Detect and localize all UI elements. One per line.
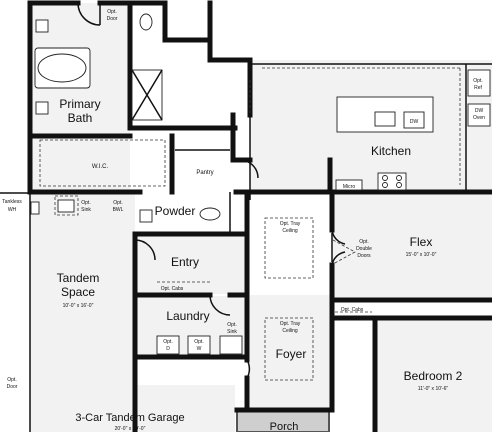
opt-washer: Opt. — [194, 339, 203, 345]
walls — [27, 0, 492, 432]
opt-laundry-sink-2: Sink — [227, 329, 237, 335]
thin-walls — [0, 63, 492, 432]
vanity-sink-bottom — [35, 101, 49, 115]
tandem-label-2: Space — [61, 285, 95, 299]
cooktop — [377, 172, 407, 191]
opt-sink-garage-1: Opt. — [81, 200, 90, 206]
opt-door-top-1: Opt. — [107, 9, 116, 15]
opt-door-top-2: Door — [107, 16, 118, 22]
tandem-floor — [30, 193, 135, 432]
foyer-label: Foyer — [276, 347, 307, 361]
tankless-wh-box — [30, 201, 40, 215]
opt-tray1-2: Ceiling — [282, 228, 298, 234]
dryer-box — [187, 335, 211, 355]
dryer-label: D — [166, 346, 170, 352]
washer-label: W — [197, 346, 202, 352]
laundry-label: Laundry — [166, 309, 209, 323]
vanity-sink-top — [35, 19, 49, 33]
garage-label: 3-Car Tandem Garage — [75, 412, 184, 424]
bedroom2-floor — [375, 318, 492, 432]
tankless-1: Tankless — [2, 199, 22, 205]
opt-tray1-1: Opt. Tray — [280, 221, 301, 227]
microwave-box — [335, 179, 363, 191]
opt-bwl-2: BWL — [113, 207, 124, 213]
dishwasher-box — [403, 111, 425, 129]
opt-dryer: Opt. — [163, 339, 172, 345]
dashed-options — [39, 67, 461, 381]
doors — [77, 2, 346, 379]
opt-bwl-1: Opt. — [113, 200, 122, 206]
garage-dims: 20'-0" x 20'-0" — [115, 426, 146, 432]
dw-oven-2: Oven — [473, 115, 485, 121]
tandem-label-1: Tandem — [57, 271, 100, 285]
tandem-dims: 10'-0" x 16'-0" — [63, 303, 94, 309]
bathtub-basin — [37, 53, 87, 83]
opt-tray2-1: Opt. Tray — [280, 321, 301, 327]
dw-label: DW — [410, 119, 419, 125]
island-sink — [374, 111, 396, 127]
toilet-powder — [199, 207, 221, 221]
opt-double-doors-2: Double — [356, 246, 372, 252]
bedroom2-label: Bedroom 2 — [404, 369, 463, 383]
pantry-label: Pantry — [196, 170, 213, 176]
opt-laundry-sink-1: Opt. — [227, 322, 236, 328]
entry-label: Entry — [171, 255, 199, 269]
opt-tray2-2: Ceiling — [282, 328, 298, 334]
flex-label: Flex — [410, 235, 433, 249]
wic-label: W.I.C. — [92, 164, 109, 170]
primary-bath-label-2: Bath — [68, 111, 93, 125]
opt-double-doors-1: Opt. — [359, 239, 368, 245]
porch-label: Porch — [270, 421, 299, 432]
kitchen-label: Kitchen — [371, 144, 411, 158]
tankless-2: WH — [8, 207, 17, 213]
primary-bath-label-1: Primary — [59, 97, 100, 111]
primary-bath-floor — [30, 3, 130, 191]
micro-label: Micro — [343, 184, 355, 190]
opt-double-doors-3: Doors — [357, 253, 371, 259]
laundry-sink-box — [219, 335, 243, 355]
dw-oven-1: DW — [475, 108, 484, 114]
opt-door-garage-2: Door — [7, 384, 18, 390]
opt-cabs-flex: Opt. Cabs — [341, 307, 364, 313]
foyer-floor — [250, 295, 332, 410]
opt-cabs-entry: Opt. Cabs — [161, 286, 184, 292]
opt-sink-garage-2: Sink — [81, 207, 91, 213]
washer-box — [156, 335, 180, 355]
garage-floor — [135, 385, 235, 432]
flex-floor — [333, 195, 492, 300]
entry-floor — [137, 234, 247, 294]
garage-sink-box — [57, 199, 75, 213]
opt-ref-1: Opt. — [473, 78, 482, 84]
powder-sink — [139, 209, 153, 223]
oven-box — [467, 103, 491, 127]
powder-label: Powder — [155, 204, 196, 218]
opt-door-garage-1: Opt. — [7, 377, 16, 383]
toilet-primary — [139, 13, 153, 31]
fixtures — [30, 13, 491, 355]
opt-ref-2: Ref — [474, 85, 482, 91]
flex-dims: 15'-0" x 10'-0" — [406, 252, 437, 258]
bedroom2-dims: 11'-0" x 10'-6" — [418, 386, 449, 392]
ref-box — [467, 69, 491, 97]
